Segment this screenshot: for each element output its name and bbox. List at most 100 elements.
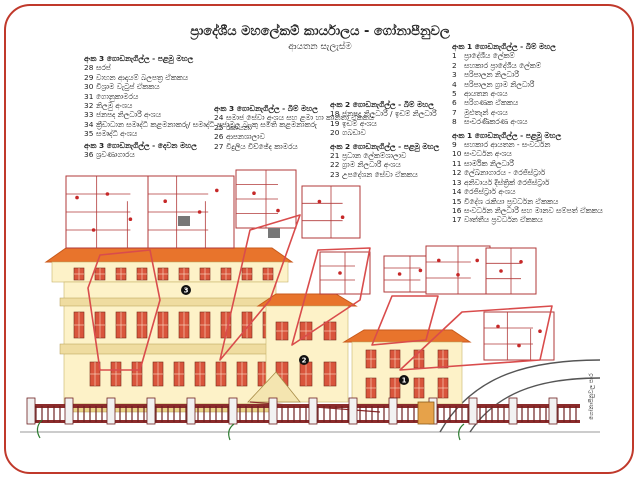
legend-item-number: 31 — [84, 91, 94, 101]
legend-item-label: රසායනා — [226, 122, 252, 132]
legend-item-label: උපදේශන සේවා ඒකකය — [342, 169, 418, 179]
building-1-roof — [342, 329, 472, 343]
legend-heading: අංක 2 ගොඩනැගිල්ල - බිම් මහල — [330, 100, 434, 109]
legend-item-label: ආපනශාලාව — [226, 132, 265, 142]
legend-item-number: 35 — [84, 129, 94, 139]
room-marker — [538, 329, 542, 334]
stair-block — [268, 228, 280, 238]
building-3-upper-band — [51, 261, 289, 283]
legend-item-label: ග්‍රාම නිලධාරී අංශය — [342, 160, 401, 170]
building-3-roof — [44, 247, 294, 263]
legend-item-number: 12 — [452, 168, 462, 178]
fence-pillar — [64, 397, 74, 425]
direction-arrow — [458, 423, 465, 441]
legend-item-label: පරිගණක ඒකකය — [464, 98, 519, 108]
legend-item-label: ගොනුකාමරය — [96, 91, 139, 101]
legend-item-number: 36 — [84, 150, 94, 160]
page-subtitle: ආයතන සැලැස්ම — [288, 42, 352, 52]
legend-item-label: සමෘද්ධි අංශය — [96, 129, 138, 139]
legend-item-number: 9 — [452, 140, 457, 150]
room-marker — [340, 215, 345, 219]
building-marker-label: 3 — [184, 287, 189, 295]
fence-pillar — [468, 397, 478, 425]
fence-pillar — [388, 397, 398, 425]
room-marker — [496, 324, 500, 329]
fence-pillar — [228, 397, 238, 425]
legend-item-number: 18 — [330, 109, 340, 119]
legend-item-number: 33 — [84, 110, 94, 120]
stair-block — [178, 216, 190, 226]
fence-pillar — [186, 397, 196, 425]
fence-rail — [28, 404, 580, 408]
legend-item: 7 මුළුතැන් අංශය — [452, 108, 582, 117]
legend-item-number: 30 — [84, 82, 94, 92]
floor-plan-1c — [483, 311, 555, 361]
legend-item-label: රෙජිස්ට්‍රාර් අංශය — [464, 187, 516, 197]
legend-item-label: විශ්‍රාම වැටුප් ඒකකය — [96, 82, 160, 92]
legend-item-label: ලේඛනාගාරය - රෙජිස්ට්‍රාර් — [464, 168, 546, 178]
room-marker — [215, 188, 219, 193]
legend-heading: අංක 1 ගොඩනැගිල්ල - බිම් මහල — [452, 42, 556, 51]
legend-item-label: සංචරණීකරණ අංශය — [464, 117, 528, 127]
legend-item-label: සංවර්ධන නිලධාරී සහ මානව සම්පත් ඒකකය — [464, 205, 603, 215]
room-marker — [437, 258, 441, 263]
legend-heading: අංක 3 ගොඩනැගිල්ල - දෙවන මහල — [84, 140, 197, 150]
legend-item-label: ඉඩම් අංශය — [342, 118, 377, 128]
legend-heading: අංක 1 ගොඩනැගිල්ල - පළමු මහල — [452, 130, 562, 140]
legend-item-number: 10 — [452, 149, 462, 159]
room-marker — [338, 271, 342, 275]
legend-item-label: ශ්‍රවණාගාරය — [96, 150, 135, 160]
room-marker — [163, 199, 167, 203]
legend-item-label: නිලමු අංශය — [96, 101, 133, 111]
callout-building-1-upper — [399, 305, 553, 371]
page-border — [4, 4, 634, 474]
legend-heading: අංක 3 ගොඩනැගිල්ල - බිම් මහල — [214, 104, 318, 113]
legend-item-number: 1 — [452, 51, 457, 61]
gate — [417, 401, 435, 425]
legend-item-label: වෘත්තීය ප්‍රවර්ධන ඒකකය — [464, 215, 543, 225]
legend-item-label: විදේශ රැකියා ප්‍රවර්ධන ඒකකය — [464, 196, 559, 206]
building-3-balcony — [59, 343, 281, 355]
fence-pillar — [548, 397, 558, 425]
legend-item-label: වාහන ආදායම් බලපත්‍ර ඒකකය — [96, 72, 189, 82]
legend-item-number: 5 — [452, 89, 457, 99]
legend-item-number: 21 — [330, 151, 340, 161]
building-marker — [299, 355, 309, 365]
legend-item-number: 27 — [214, 141, 224, 151]
legend-item-number: 23 — [330, 169, 340, 179]
room-marker — [197, 210, 202, 214]
legend-item-number: 2 — [452, 60, 457, 70]
building-marker — [399, 375, 409, 385]
fence-pillar — [26, 397, 36, 425]
legend-item-label: ප්‍රධාන ලේකම්ශාලාව — [342, 151, 407, 161]
fence-pillar — [106, 397, 116, 425]
legend-item-number: 7 — [452, 107, 457, 117]
legend-item-number: 22 — [330, 160, 340, 170]
callout-building-3 — [87, 249, 161, 371]
building-2-roof — [256, 293, 358, 307]
legend-item-label: මුළුතැන් අංශය — [464, 107, 508, 117]
room-marker — [519, 260, 523, 264]
legend-item-number: 29 — [84, 72, 94, 82]
